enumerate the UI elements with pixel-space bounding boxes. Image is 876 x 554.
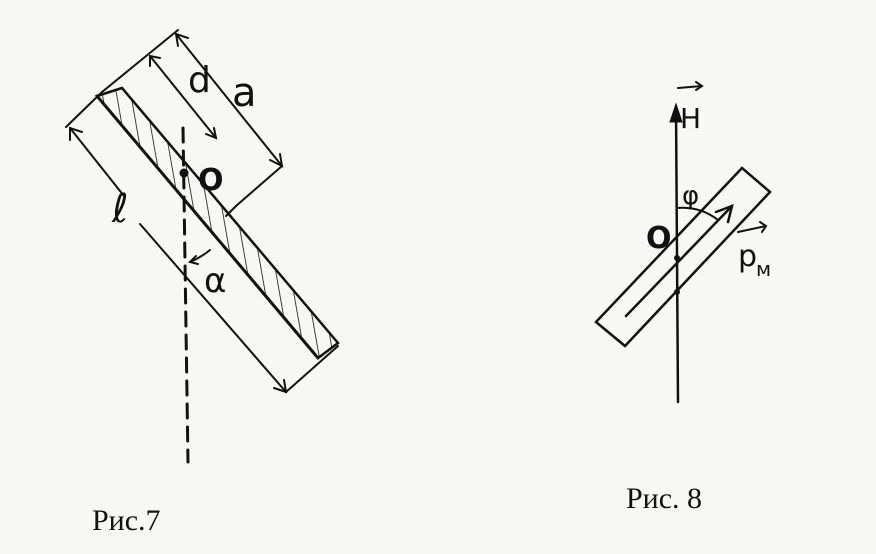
rod-7-edge: [95, 94, 320, 360]
magnet-rectangle: [594, 166, 772, 348]
dimension-a-line: [175, 33, 283, 167]
label-O-fig8: O: [646, 221, 672, 256]
label-d: d: [188, 60, 211, 101]
caption-fig7: Рис.7: [92, 504, 161, 537]
overline-pm: [737, 225, 767, 233]
label-O-fig7: O: [198, 163, 224, 198]
ext-line-l-top: [65, 91, 103, 128]
rod-7: [94, 86, 340, 360]
ext-line-a-bottom: [235, 165, 283, 207]
dimension-l-arrow-top: [69, 126, 83, 141]
moment-vector: [624, 204, 734, 318]
label-phi: φ: [682, 181, 699, 211]
figure-8: [594, 81, 772, 404]
label-alpha: α: [204, 261, 226, 301]
angle-alpha-arrow: [188, 255, 199, 265]
label-a: a: [232, 70, 257, 116]
ext-line-top: [101, 29, 179, 93]
label-pm-subscript: м: [756, 257, 771, 281]
dimension-a-arrow-top: [174, 32, 189, 47]
moment-arrowhead: [714, 203, 734, 224]
overline-H-tip: [695, 81, 704, 91]
pivot-mark-upper: [674, 255, 680, 261]
figure-7: [65, 29, 340, 464]
dimension-l-line-upper: [69, 127, 125, 197]
field-arrow-H: [669, 102, 683, 123]
pivot-mark-lower: [674, 289, 680, 295]
dimension-d-arrow-top: [149, 54, 161, 67]
dimension-d-line: [149, 55, 217, 139]
label-pm: p: [738, 239, 757, 274]
caption-fig8: Рис. 8: [626, 482, 702, 515]
ext-line-a-to-rod: [225, 205, 237, 217]
dimension-l-line-lower: [139, 223, 287, 393]
pivot-point-O: [179, 168, 189, 178]
ext-line-l-bottom: [285, 345, 339, 393]
overline-H: [677, 85, 703, 89]
label-H: H: [680, 102, 701, 135]
overline-pm-tip: [759, 221, 768, 233]
dimension-d-arrow-bottom: [205, 127, 218, 140]
angle-phi-arc: [676, 206, 719, 221]
label-l: ℓ: [111, 186, 129, 232]
vertical-dashed-axis: [181, 126, 190, 464]
